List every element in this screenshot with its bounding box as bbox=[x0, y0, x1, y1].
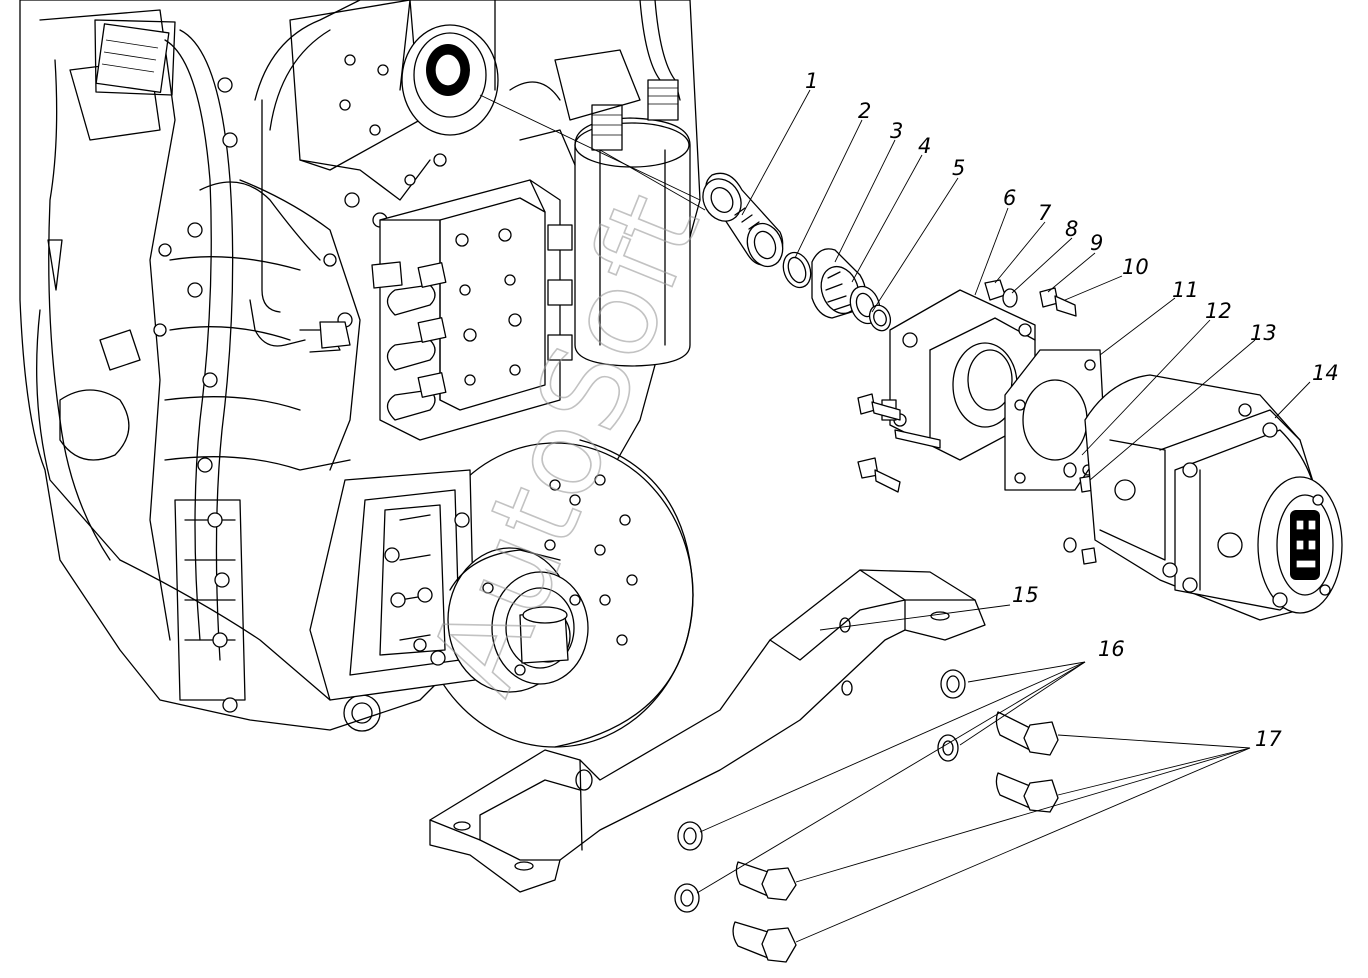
transmission-housing bbox=[19, 0, 701, 732]
brake-caliper bbox=[309, 469, 589, 701]
part-8-washer bbox=[1002, 288, 1018, 308]
part-12-washer bbox=[1063, 462, 1077, 553]
part-2-snap-ring bbox=[782, 251, 812, 289]
leader-lines bbox=[479, 89, 1311, 943]
valve-block bbox=[299, 179, 573, 441]
callout-numbers: 1 2 3 4 5 6 7 8 9 10 11 12 13 14 15 16 1… bbox=[805, 69, 1339, 751]
filter-canister bbox=[509, 0, 691, 367]
callout-11: 11 bbox=[1172, 278, 1199, 302]
callout-17: 17 bbox=[1255, 727, 1282, 751]
housing-bolts bbox=[153, 54, 447, 713]
adapter-bolts bbox=[857, 393, 941, 493]
part-16-washers bbox=[674, 669, 966, 913]
callout-3: 3 bbox=[890, 119, 903, 143]
callout-15: 15 bbox=[1012, 583, 1039, 607]
part-1-splined-shaft bbox=[702, 172, 784, 268]
part-17-bolts bbox=[732, 711, 1059, 963]
callout-4: 4 bbox=[918, 134, 931, 158]
part-10-bolt bbox=[1054, 295, 1077, 317]
callout-12: 12 bbox=[1205, 299, 1232, 323]
callout-1: 1 bbox=[805, 69, 818, 93]
callout-2: 2 bbox=[858, 99, 871, 123]
part-15-bracket bbox=[429, 569, 986, 893]
callout-9: 9 bbox=[1090, 231, 1103, 255]
part-6-adapter-housing bbox=[881, 289, 1036, 461]
callout-13: 13 bbox=[1250, 321, 1277, 345]
pto-flange bbox=[399, 0, 499, 136]
part-14-gear-pump bbox=[1084, 374, 1343, 621]
callout-7: 7 bbox=[1038, 201, 1052, 225]
callout-14: 14 bbox=[1312, 361, 1339, 385]
part-5-ring bbox=[868, 304, 892, 332]
callout-5: 5 bbox=[952, 156, 965, 180]
callout-8: 8 bbox=[1065, 217, 1078, 241]
callout-10: 10 bbox=[1122, 255, 1149, 279]
callout-6: 6 bbox=[1003, 186, 1016, 210]
callout-16: 16 bbox=[1098, 637, 1125, 661]
